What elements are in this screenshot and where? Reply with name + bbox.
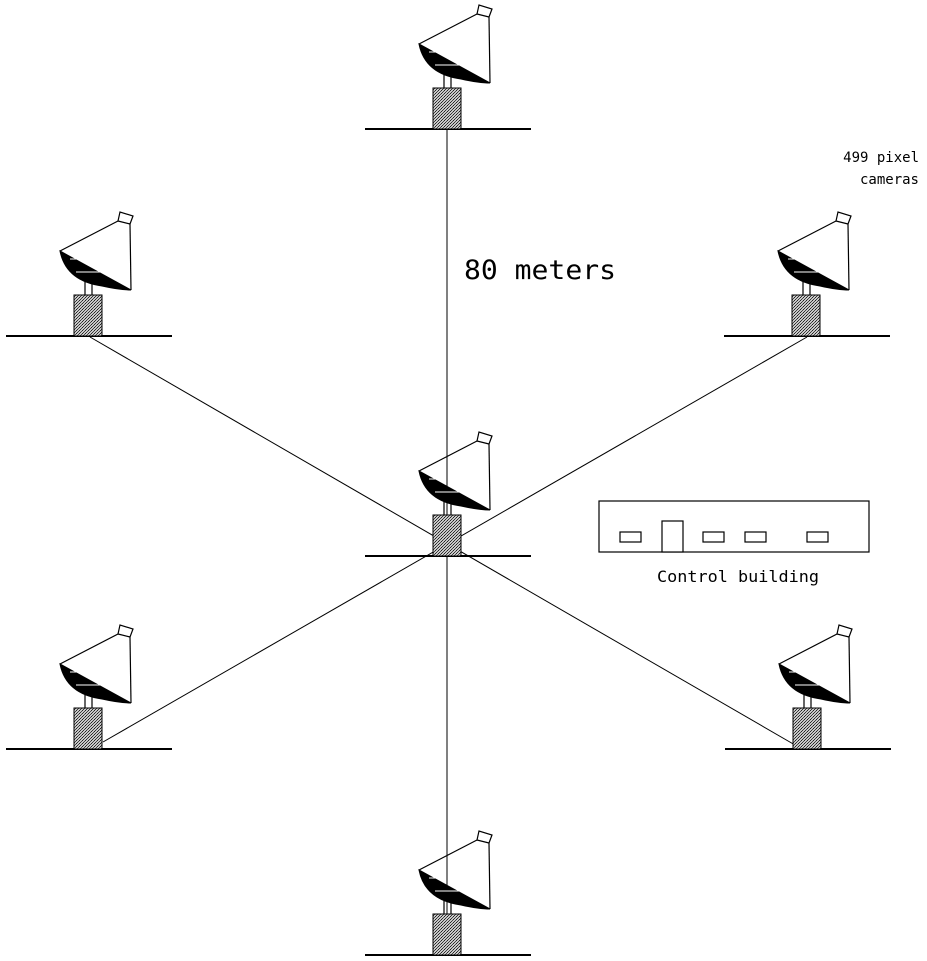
telescope-upper-left [5,211,173,337]
telescope-lower-left [5,624,173,750]
building-label: Control building [657,567,819,586]
telescope-top [364,4,532,130]
building-window [702,531,725,543]
building-window [744,531,767,543]
distance-label: 80 meters [464,255,616,286]
building-window [619,531,642,543]
telescope-lower-right [724,624,892,750]
camera-label-line1: 499 pixel [843,150,919,166]
telescope-upper-right [723,211,891,337]
telescope-center [364,431,532,557]
building-window [806,531,829,543]
control-building [598,500,870,553]
building-door [661,520,684,553]
camera-label-line2: cameras [860,172,919,188]
telescope-bottom [364,830,532,956]
